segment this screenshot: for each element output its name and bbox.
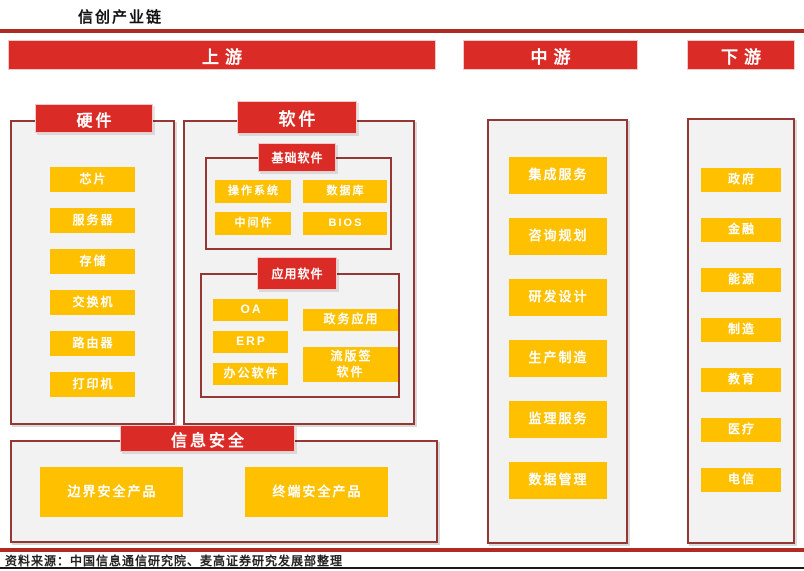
application-software-item: 办公软件 — [213, 363, 288, 385]
hardware-item: 路由器 — [50, 331, 135, 356]
midstream-item: 数据管理 — [508, 462, 607, 499]
application-software-item: OA — [213, 299, 288, 321]
downstream-items: 政府金融能源制造教育医疗电信 — [687, 168, 795, 492]
hardware-item: 打印机 — [50, 372, 135, 397]
hardware-item: 交换机 — [50, 290, 135, 315]
hardware-item: 芯片 — [50, 167, 135, 192]
page-title: 信创产业链 — [78, 9, 164, 26]
basic-software-item: BIOS — [303, 212, 387, 235]
application-software-header: 应用软件 — [257, 257, 337, 290]
security-item: 终端安全产品 — [245, 467, 388, 517]
hardware-item: 服务器 — [50, 208, 135, 233]
basic-software-header: 基础软件 — [258, 143, 336, 172]
hardware-header: 硬件 — [35, 104, 153, 133]
downstream-item: 金融 — [701, 218, 781, 242]
application-software-items-right: 政务应用流版签 软件 — [303, 309, 398, 383]
basic-software-item: 中间件 — [215, 212, 291, 235]
column-header-upstream: 上游 — [8, 40, 436, 70]
column-header-downstream: 下游 — [687, 40, 795, 70]
source-note: 资料来源：中国信息通信研究院、麦高证券研究发展部整理 — [5, 554, 344, 568]
midstream-item: 监理服务 — [508, 401, 607, 438]
midstream-item: 集成服务 — [508, 157, 607, 194]
hardware-items: 芯片服务器存储交换机路由器打印机 — [10, 167, 175, 397]
downstream-item: 教育 — [701, 368, 781, 392]
column-header-midstream: 中游 — [463, 40, 638, 70]
basic-software-item: 数据库 — [303, 180, 387, 203]
basic-software-items: 操作系统数据库中间件 BIOS — [215, 180, 387, 235]
security-item: 边界安全产品 — [40, 467, 183, 517]
midstream-items: 集成服务咨询规划研发设计生产制造监理服务数据管理 — [487, 157, 628, 499]
application-software-items-left: OA ERP 办公软件 — [213, 299, 288, 385]
midstream-item: 研发设计 — [508, 279, 607, 316]
hardware-item: 存储 — [50, 249, 135, 274]
security-items: 边界安全产品 终端安全产品 — [40, 467, 388, 517]
basic-software-item: 操作系统 — [215, 180, 291, 203]
application-software-item: 政务应用 — [303, 309, 398, 331]
downstream-item: 电信 — [701, 468, 781, 492]
midstream-item: 生产制造 — [508, 340, 607, 377]
application-software-item: 流版签 软件 — [303, 347, 398, 383]
downstream-item: 政府 — [701, 168, 781, 192]
top-red-divider — [0, 29, 804, 33]
software-header: 软件 — [237, 101, 357, 134]
security-header: 信息安全 — [120, 425, 295, 452]
bottom-red-divider — [0, 548, 804, 552]
midstream-item: 咨询规划 — [508, 218, 607, 255]
bottom-black-divider — [0, 567, 804, 569]
downstream-item: 能源 — [701, 268, 781, 292]
downstream-item: 医疗 — [701, 418, 781, 442]
downstream-item: 制造 — [701, 318, 781, 342]
application-software-item: ERP — [213, 331, 288, 353]
